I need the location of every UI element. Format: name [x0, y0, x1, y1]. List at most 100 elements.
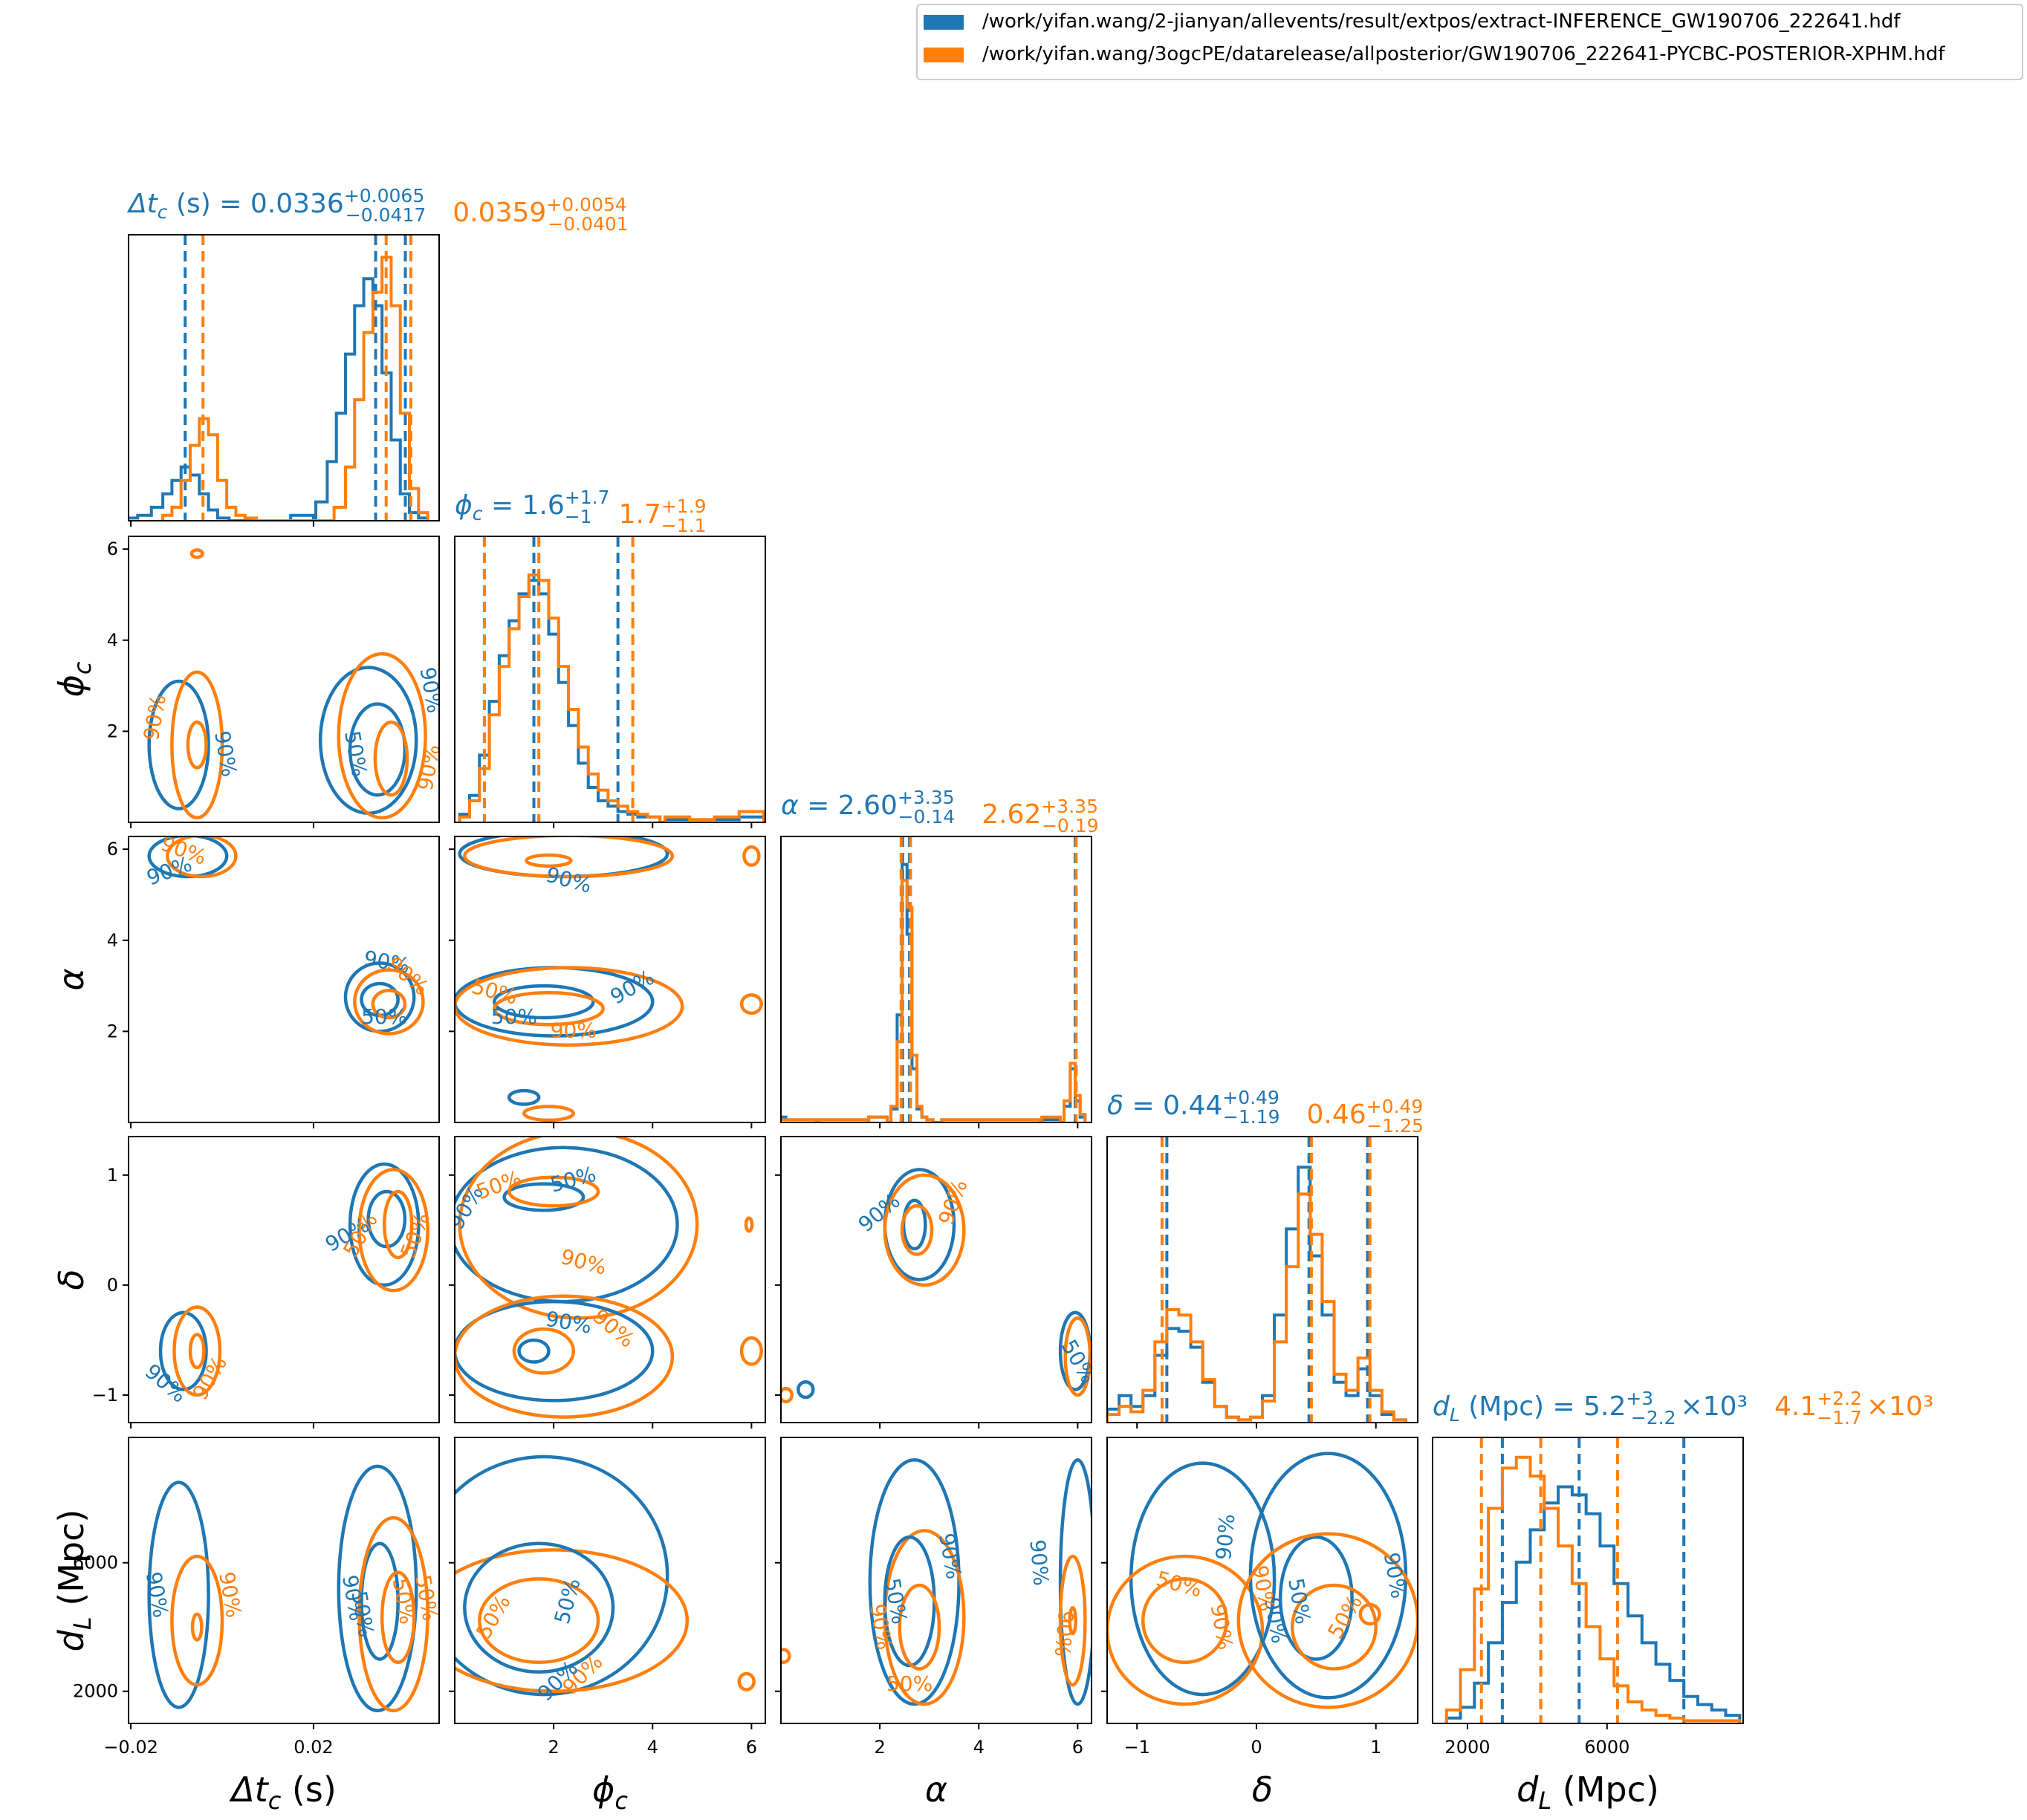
contour-series-2: [883, 1173, 966, 1287]
y-axis-label-2: δ: [51, 1269, 91, 1290]
contour-level-label: 90%: [139, 692, 171, 742]
contour-series-2: [373, 720, 409, 797]
contour-level-label: 90%: [188, 1352, 233, 1404]
panel-frame: [1432, 1437, 1744, 1724]
contour-series-1: [492, 984, 595, 1020]
contour-series-2: [478, 1577, 600, 1665]
contour-series-2: [744, 1216, 754, 1233]
title-lower-err: −1.1: [661, 515, 707, 536]
contour-series-1: [1058, 1458, 1092, 1706]
axis-symbol: δ: [51, 1269, 91, 1290]
y-tick-label: 0: [107, 1275, 118, 1296]
title-value: 5.2: [1583, 1391, 1626, 1422]
y-tick-label: 1: [107, 1165, 118, 1186]
contour-series-2: [371, 988, 407, 1020]
contour-level-label: 90%: [558, 1244, 609, 1280]
legend-label-1: /work/yifan.wang/2-jianyan/allevents/res…: [982, 10, 1901, 33]
title-lower-err: −0.0417: [346, 204, 426, 226]
contour-level-label: 90%: [934, 1531, 966, 1581]
contour-level-label: 90%: [214, 1570, 246, 1619]
contour-series-2: [737, 1671, 756, 1691]
panel-frame: [780, 836, 1092, 1123]
contour-series-2: [455, 966, 684, 1047]
contour-level-label: 90%: [854, 1189, 905, 1237]
x-tick-label: 6: [746, 1737, 757, 1758]
x-tick-label: 4: [647, 1737, 658, 1758]
contour-series-2: [170, 1554, 224, 1687]
contour-series-1: [517, 1338, 551, 1364]
title-upper-err: +3.35: [1041, 796, 1098, 817]
contour-level-label: 50%: [886, 1671, 933, 1696]
param-title-phic: ϕc = 1.6+1.7−1 1.7+1.9−1.1: [455, 487, 707, 536]
contour-series-2: [455, 1548, 690, 1693]
title-sub: c: [473, 503, 483, 524]
contour-series-1: [158, 1310, 208, 1391]
axis-sub: c: [68, 661, 97, 675]
hist-panel-phic: ϕc = 1.6+1.7−1 1.7+1.9−1.1: [454, 487, 766, 828]
contour-series-1: [797, 1379, 815, 1400]
contour-level-label: 50%: [1057, 1336, 1101, 1388]
axis-sub: L: [68, 1616, 97, 1630]
axis-sub: c: [614, 1787, 628, 1815]
x-axis-label-alpha: α: [925, 1769, 947, 1810]
axis-sub: L: [1538, 1787, 1551, 1815]
title-unit: =: [483, 490, 522, 521]
contour-series-2: [186, 720, 208, 770]
axis-symbol: d: [1517, 1769, 1539, 1810]
title-symbol: d: [1433, 1391, 1450, 1422]
hist-series-1: [1107, 1166, 1407, 1423]
x-tick-label: 6: [1072, 1737, 1083, 1758]
contour-series-1: [455, 1455, 669, 1697]
hist-panel-tc: Δtc (s) = 0.0336+0.0065−0.0417 0.0359+0.…: [126, 185, 629, 527]
contour-series-2: [190, 1612, 204, 1642]
axis-unit: (Mpc): [1551, 1769, 1659, 1810]
panel-frame: [454, 1136, 766, 1423]
panel-frame: [780, 1437, 1092, 1724]
title-sub: L: [1450, 1404, 1460, 1426]
contour-series-2: [492, 991, 605, 1027]
legend-label-2: /work/yifan.wang/3ogcPE/datarelease/allp…: [982, 43, 1945, 65]
contour-series-1: [507, 1088, 541, 1106]
contour-level-label: 90%: [141, 1570, 173, 1619]
x-tick-label: 0.02: [293, 1737, 333, 1758]
contour-level-label: 90%: [1206, 1602, 1238, 1651]
axis-symbol: d: [51, 1629, 91, 1651]
legend-frame: [916, 4, 2023, 80]
y-tick-label: 2000: [73, 1681, 118, 1702]
hist-series-2: [161, 256, 429, 521]
param-title-dL: dL (Mpc) = 5.2+3−2.2×10³ 4.1+2.2−1.7×10³: [1433, 1388, 1933, 1429]
contour-series-1: [147, 679, 210, 810]
title-upper-err: +0.49: [1222, 1087, 1280, 1108]
contour-series-1: [455, 1299, 655, 1403]
hist-series-1: [1444, 1485, 1742, 1723]
contour-series-2: [170, 670, 224, 820]
title-upper-err: +1.7: [565, 487, 610, 508]
legend: /work/yifan.wang/2-jianyan/allevents/res…: [916, 4, 2023, 80]
y-tick-label: 6000: [73, 1553, 118, 1573]
contour-series-2: [1058, 1554, 1087, 1687]
contour-series-2: [512, 1327, 575, 1375]
contour-level-label: 90%: [210, 729, 241, 779]
title-value: 1.7: [592, 499, 661, 530]
axis-symbol: ϕ: [592, 1769, 614, 1810]
x-axis-label-delta: δ: [1252, 1769, 1273, 1810]
panel-frame: [128, 536, 440, 823]
panel-frame: [128, 1136, 440, 1423]
title-value: 0.44: [1163, 1091, 1222, 1121]
x-axis-label-phic: ϕc: [592, 1769, 628, 1815]
title-lower-err: −0.14: [898, 806, 956, 828]
contour-series-1: [348, 1162, 421, 1287]
contour-series-2: [353, 968, 425, 1036]
title-value: 2.62: [955, 799, 1041, 830]
hist-panel-delta: δ = 0.44+0.49−1.19 0.46+0.49−1.25: [1106, 1087, 1424, 1429]
hist-series-2: [1444, 1455, 1742, 1723]
y-axis-label-1: α: [51, 968, 91, 990]
param-title-alpha: α = 2.60+3.35−0.14 2.62+3.35−0.19: [781, 787, 1099, 836]
title-symbol: Δt: [126, 189, 159, 219]
hist-panel-alpha: α = 2.60+3.35−0.14 2.62+3.35−0.19: [780, 787, 1099, 1128]
title-upper-err: +0.0054: [546, 194, 626, 215]
panel-frame: [1106, 1437, 1418, 1724]
